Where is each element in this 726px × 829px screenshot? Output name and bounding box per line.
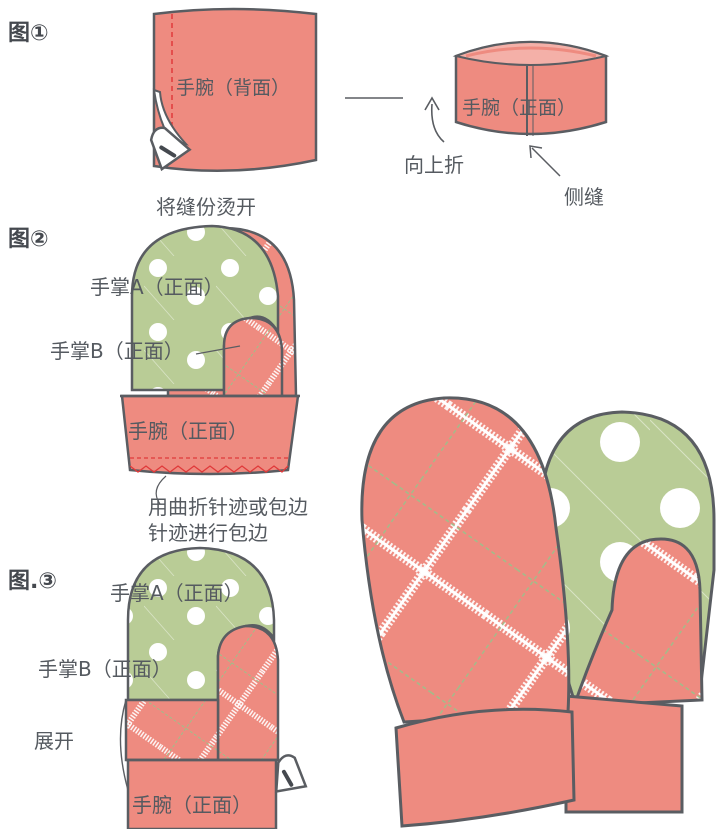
side-seam-label: 侧缝 [564, 185, 604, 209]
fig2-palm-a-label: 手掌A（正面） [90, 275, 224, 299]
figure3-label: 图.③ [8, 569, 57, 594]
cuff-back-piece [152, 7, 318, 173]
cuff-front-label: 手腕（正面） [462, 97, 576, 119]
cuff-back-label: 手腕（背面） [176, 77, 290, 99]
iron-icon [149, 126, 192, 172]
figure2-label: 图② [8, 227, 49, 252]
zigzag-note-line1: 用曲折针迹或包边 [148, 495, 308, 519]
figure3-mitten [119, 546, 280, 829]
palm-b-leader-line [195, 345, 241, 355]
fig3-palm-b-label: 手掌B（正面） [38, 657, 172, 681]
fig3-cuff-label: 手腕（正面） [132, 793, 252, 817]
finished-mitten-front [360, 396, 576, 828]
figure1-label: 图① [8, 21, 49, 46]
fig2-cuff-label: 手腕（正面） [128, 419, 248, 443]
fig2-palm-b-label: 手掌B（正面） [50, 339, 184, 363]
cuff-front-tube [452, 40, 610, 136]
unfold-label: 展开 [34, 729, 74, 753]
zigzag-note-leader [155, 475, 167, 505]
finished-mitten-back [538, 410, 716, 814]
side-seam-arrow [529, 145, 561, 177]
fig3-palm-a-label: 手掌A（正面） [110, 581, 244, 605]
zigzag-note-line2: 针迹进行包边 [148, 521, 268, 545]
press-seam-label: 将缝份烫开 [156, 195, 256, 219]
fold-up-label: 向上折 [404, 153, 464, 177]
iron-icon [274, 754, 308, 793]
figure2-mitten [120, 224, 300, 476]
curved-arrow-icon [424, 96, 445, 143]
